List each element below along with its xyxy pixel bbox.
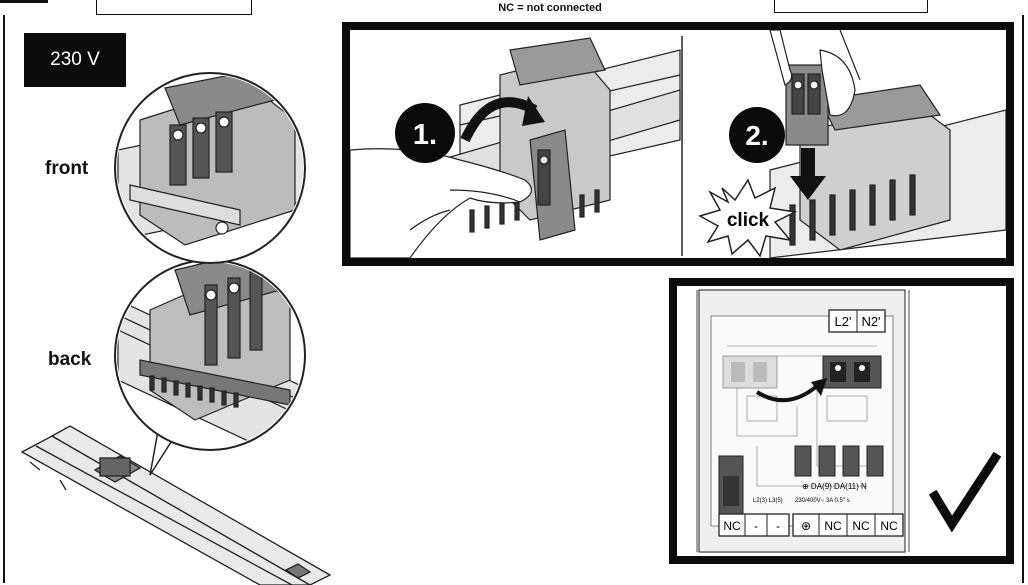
insert-arrow [801,148,815,178]
bottom-left-label-1: - [754,519,758,533]
back-view-circle [115,250,310,470]
rating-text: 230/400V~ 3A 0.5" s [795,498,850,504]
frame-tab-right-box [774,0,928,13]
top-label-n2: N2' [861,314,880,329]
front-view-label: front [45,158,88,180]
bottom-left-label-0: NC [723,519,741,533]
terminal-row-text: ⊕ DA(9) DA(11) N [802,482,867,491]
connector-views-illustration [0,0,340,585]
step2-illustration [770,30,1006,258]
step1-number: 1. [413,119,437,151]
installation-steps-panel: 1. 2. [342,22,1014,266]
checkmark-icon [935,458,995,524]
front-view-circle [115,70,310,263]
bottom-right-label-2: NC [852,519,870,533]
correct-position-panel: L2' N2' ⊕ DA(9) DA(11) N L2(3) L3(5) 230… [669,278,1014,564]
terminal-block-illustration: L2' N2' ⊕ DA(9) DA(11) N L2(3) L3(5) 230… [677,286,1006,556]
click-label: click [727,210,770,231]
steps-illustration: 1. 2. [350,30,1006,258]
bottom-right-label-3: NC [880,519,898,533]
back-view-label: back [48,349,91,371]
top-label-l2: L2' [835,314,852,329]
bottom-left-label-2: - [776,519,780,533]
nc-note: NC = not connected [440,2,660,14]
rail-illustration [22,426,330,585]
bottom-right-label-0: ⊕ [801,519,811,533]
small-left-text: L2(3) L3(5) [753,498,783,504]
bottom-right-label-1: NC [824,519,842,533]
step2-number: 2. [745,120,768,151]
